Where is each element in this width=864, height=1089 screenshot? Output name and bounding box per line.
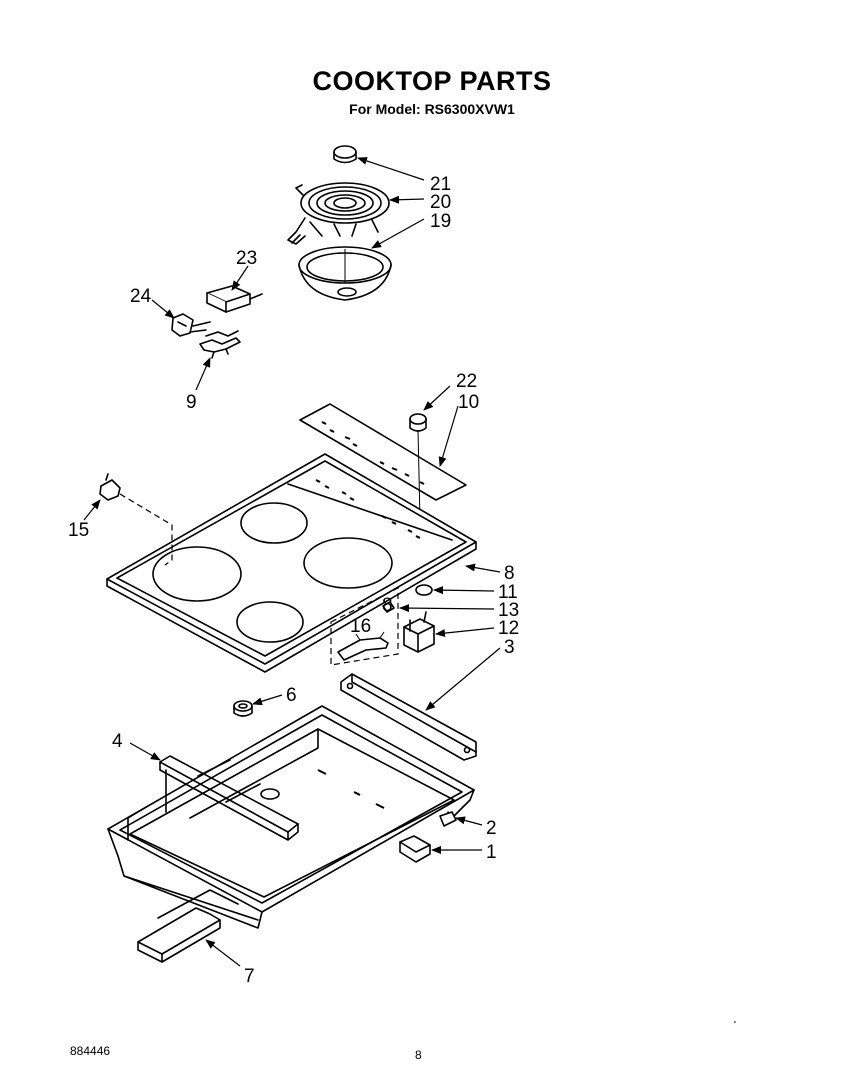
callout-labels: 21 20 19 23 24 9 22 10 15 8 11 8 13 16 1… — [68, 174, 519, 987]
callout-24: 24 — [130, 286, 152, 307]
part-9-terminal-clips — [199, 330, 241, 359]
leader-8a — [465, 563, 501, 573]
callout-22: 22 — [456, 371, 477, 392]
callout-2: 2 — [486, 818, 497, 839]
part-19-drip-bowl — [298, 246, 392, 301]
leader-7 — [205, 939, 241, 967]
callout-20: 20 — [430, 192, 451, 213]
leader-15 — [83, 499, 101, 521]
callout-7: 7 — [244, 966, 255, 987]
part-7-front-channel — [137, 889, 239, 963]
callout-3: 3 — [504, 637, 515, 658]
part-24-receptacle — [171, 313, 211, 337]
model-subtitle: For Model: RS6300XVW1 — [349, 101, 515, 117]
leader-21 — [357, 157, 425, 181]
part-2-foot — [439, 811, 457, 827]
callout-4: 4 — [112, 731, 123, 752]
callout-1: 1 — [486, 842, 497, 863]
leader-2 — [455, 816, 483, 826]
part-6-grommet — [233, 700, 253, 717]
part-15-infinite-switch — [99, 473, 173, 566]
leader-12 — [435, 627, 495, 638]
leader-24 — [151, 299, 175, 319]
callout-8b: 8 — [382, 595, 393, 616]
leader-lines — [83, 157, 501, 967]
callout-10: 10 — [458, 392, 479, 413]
part-11-washer — [415, 584, 433, 596]
burner-box-pan — [107, 705, 475, 929]
callout-13: 13 — [498, 600, 519, 621]
part-23-terminal-bracket — [206, 285, 263, 313]
leader-3 — [425, 647, 501, 711]
part-8-cooktop-panel — [106, 453, 477, 673]
part-21-knob — [333, 145, 357, 164]
part-22-switch-insert — [409, 413, 427, 521]
page-title: COOKTOP PARTS — [312, 66, 552, 96]
part-13-16-indicator-light-box — [330, 587, 399, 666]
leader-19 — [371, 218, 425, 249]
leader-9 — [195, 357, 211, 391]
callout-11: 11 — [498, 582, 518, 603]
part-12-switch-block — [403, 611, 435, 653]
callout-15: 15 — [68, 520, 89, 541]
leader-4 — [129, 742, 161, 761]
part-1-side-bracket — [399, 835, 431, 863]
leader-10 — [438, 405, 459, 467]
scan-speck — [734, 1021, 736, 1023]
callout-12: 12 — [498, 618, 519, 639]
leader-20 — [389, 195, 425, 204]
callout-21: 21 — [430, 174, 451, 195]
callout-9: 9 — [186, 392, 197, 413]
leader-13 — [399, 604, 495, 613]
document-number: 884446 — [70, 1044, 111, 1058]
part-20-coil-element — [287, 182, 390, 245]
leader-6 — [252, 694, 283, 706]
callout-16: 16 — [350, 616, 371, 637]
leader-22 — [423, 385, 451, 411]
leader-23 — [231, 265, 249, 291]
callout-8a: 8 — [504, 563, 515, 584]
part-3-rear-bracket — [340, 673, 477, 761]
callout-23: 23 — [236, 248, 257, 269]
leader-11 — [433, 586, 495, 595]
page-number: 8 — [415, 1048, 422, 1062]
part-4-cross-channel — [159, 755, 299, 841]
callout-6: 6 — [286, 685, 297, 706]
callout-19: 19 — [430, 211, 451, 232]
part-10-control-panel — [299, 403, 467, 501]
